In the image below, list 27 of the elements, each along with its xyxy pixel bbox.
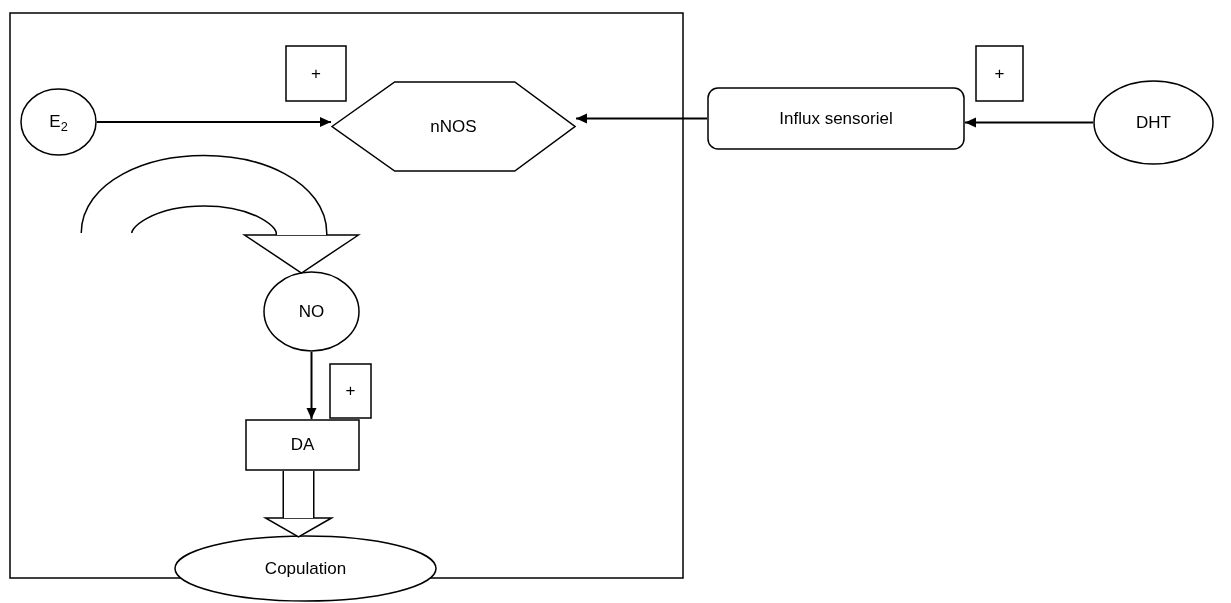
arrow [964,117,1094,128]
arrow [306,351,317,420]
node-label: E$_{2}$ [49,111,68,133]
node-label: DHT [1136,111,1171,134]
container-box [9,12,684,579]
process-box [245,419,360,471]
node-label: Influx sensoriel [779,107,893,130]
node-label: + [994,62,1005,85]
node-label: + [311,62,321,85]
plus-sign-box [329,363,372,419]
node-label: NO [298,300,325,323]
outcome-ellipse [174,535,437,602]
arrow [575,113,708,124]
node-label: + [345,380,356,402]
node-label: nNOS [430,115,477,138]
block-arrow [80,154,360,274]
molecule-circle [263,271,360,352]
hormone-circle [20,88,97,156]
plus-sign-box [975,45,1024,102]
process-box [707,87,965,150]
arrow [96,117,332,127]
enzyme-hexagon [331,81,576,172]
plus-sign-box [285,45,347,102]
node-label: DA [290,434,315,456]
node-label: Copulation [264,557,347,580]
hormone-ellipse [1093,80,1214,165]
block-arrow [264,471,333,538]
